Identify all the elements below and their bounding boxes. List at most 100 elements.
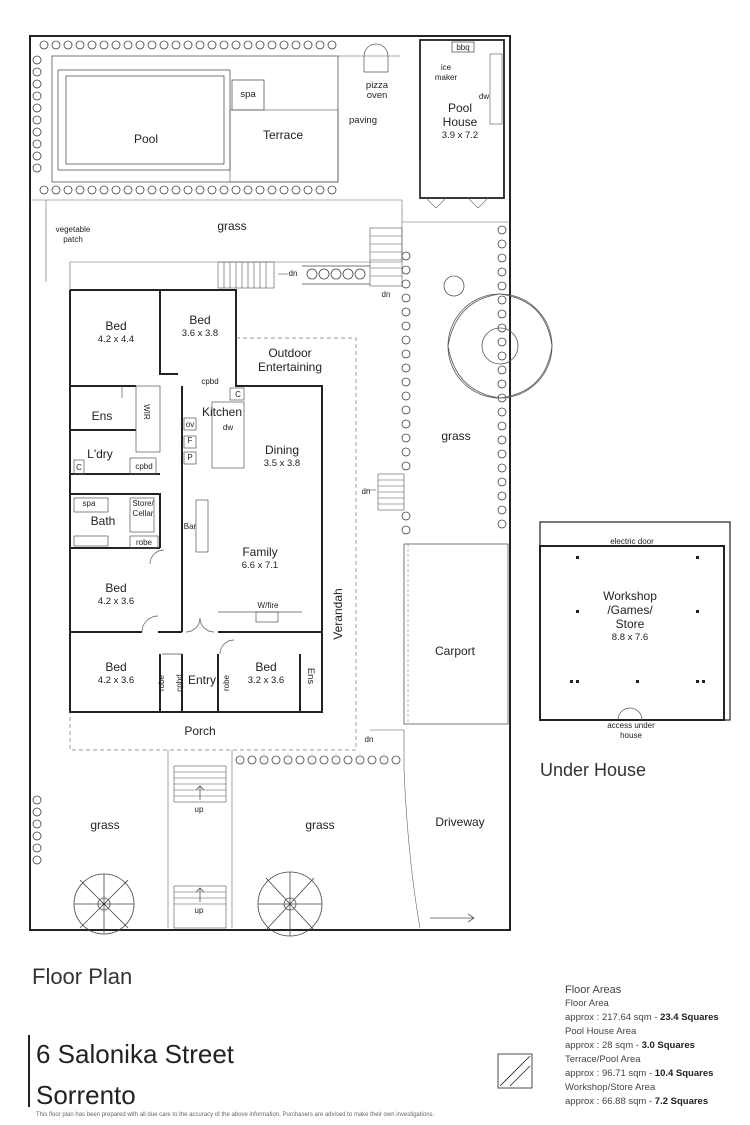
- label-bed4-dims: 4.2 x 3.6: [98, 675, 134, 686]
- label-access-1: access under: [607, 721, 655, 730]
- label-access-2: house: [620, 731, 642, 740]
- label-bed2: Bed: [189, 313, 210, 327]
- label-workshop-1: Workshop: [603, 589, 657, 603]
- label-up-2: up: [195, 906, 204, 915]
- pool-deck: [51, 55, 339, 183]
- label-bed5: Bed: [255, 660, 276, 674]
- label-robe-3: robe: [222, 674, 231, 691]
- label-bar: Bar: [184, 522, 197, 531]
- label-entry: Entry: [188, 673, 216, 687]
- pool-house-outline: [419, 39, 505, 199]
- label-ov: ov: [186, 420, 194, 429]
- label-dw-pool: dw: [479, 92, 489, 101]
- label-dn-1: dn: [289, 269, 298, 278]
- palm-tree-left: [73, 873, 135, 935]
- area-label: Floor Area: [565, 998, 609, 1009]
- label-electric-door: electric door: [610, 537, 654, 546]
- label-cpbd-2: cpbd: [135, 462, 152, 471]
- label-cpbd-1: cpbd: [201, 377, 218, 386]
- hedge-front: [32, 755, 401, 865]
- label-dw-kitchen: dw: [223, 423, 233, 432]
- label-ens-2: Ens: [305, 668, 316, 685]
- interior-detail: [73, 385, 302, 655]
- area-label: Workshop/Store Area: [565, 1082, 656, 1093]
- label-bbq: bbq: [456, 43, 469, 52]
- outdoor-dashed: [69, 337, 357, 751]
- area-value: approx : 28 sqm - 3.0 Squares: [565, 1040, 695, 1051]
- workshop-door: [617, 707, 643, 721]
- workshop-posts: [570, 556, 705, 683]
- label-spa: spa: [240, 89, 256, 100]
- under-house-title: Under House: [540, 760, 647, 780]
- label-workshop-2: /Games/: [607, 603, 653, 617]
- label-bath: Bath: [91, 514, 116, 528]
- area-value: approx : 217.64 sqm - 23.4 Squares: [565, 1012, 719, 1023]
- label-pool: Pool: [134, 132, 158, 146]
- label-store-cellar-2: Cellar: [133, 509, 154, 518]
- label-bed2-dims: 3.6 x 3.8: [182, 328, 218, 339]
- label-pool-house-1: Pool: [448, 101, 472, 115]
- property-boundary: [29, 35, 511, 931]
- label-verandah: Verandah: [331, 588, 345, 639]
- label-c-1: C: [235, 390, 241, 399]
- hedge-right: [401, 225, 507, 535]
- pool-house-doors-bottom: [425, 197, 489, 209]
- label-bed4: Bed: [105, 660, 126, 674]
- label-family: Family: [242, 545, 277, 559]
- label-up-1: up: [195, 805, 204, 814]
- label-grass-bm: grass: [305, 818, 334, 832]
- floor-areas-heading: Floor Areas: [565, 984, 622, 996]
- pool-water: [65, 75, 225, 165]
- steps-top: [217, 261, 288, 289]
- label-veg-2: patch: [63, 235, 83, 244]
- label-terrace: Terrace: [263, 128, 303, 142]
- pizza-oven-shape: [363, 43, 389, 73]
- label-wfire: W/fire: [258, 601, 279, 610]
- label-kitchen: Kitchen: [202, 405, 242, 419]
- porch-step: [370, 729, 405, 750]
- label-wir: WIR: [142, 404, 151, 420]
- label-bed1: Bed: [105, 319, 126, 333]
- label-cpbd-3: cpbd: [175, 674, 184, 691]
- label-dn-3: dn: [362, 487, 371, 496]
- label-workshop-dims: 8.8 x 7.6: [612, 632, 648, 643]
- label-ice: ice: [441, 63, 452, 72]
- area-value: approx : 96.71 sqm - 10.4 Squares: [565, 1068, 714, 1079]
- label-outdoor-2: Entertaining: [258, 360, 322, 374]
- label-spa-bath: spa: [83, 499, 96, 508]
- label-robe-2: robe: [157, 674, 166, 691]
- label-pool-house-dims: 3.9 x 7.2: [442, 130, 478, 141]
- label-grass-right: grass: [441, 429, 470, 443]
- driveway-edge: [403, 750, 421, 929]
- label-p: P: [187, 453, 192, 462]
- label-outdoor-1: Outdoor: [268, 346, 311, 360]
- area-value: approx : 66.88 sqm - 7.2 Squares: [565, 1096, 709, 1107]
- label-bed1-dims: 4.2 x 4.4: [98, 334, 134, 345]
- label-f: F: [188, 436, 193, 445]
- palm-tree-right: [257, 871, 323, 937]
- driveway-arrow: [430, 913, 475, 923]
- steps-right: [369, 227, 403, 287]
- label-dining-dims: 3.5 x 3.8: [264, 458, 300, 469]
- carport-outline: [403, 543, 509, 725]
- label-ens-1: Ens: [92, 409, 113, 423]
- area-label: Terrace/Pool Area: [565, 1054, 641, 1065]
- address-bar-divider: [28, 1035, 30, 1107]
- tree-right: [443, 275, 553, 399]
- label-bed3-dims: 4.2 x 3.6: [98, 596, 134, 607]
- label-pizza: pizza: [366, 80, 389, 91]
- label-dining: Dining: [265, 443, 299, 457]
- disclaimer-text: This floor plan has been prepared with a…: [36, 1112, 435, 1118]
- workshop-inner: [539, 545, 725, 721]
- label-workshop-3: Store: [616, 617, 645, 631]
- label-bed3: Bed: [105, 581, 126, 595]
- address-street: 6 Salonika Street: [36, 1039, 235, 1069]
- label-family-dims: 6.6 x 7.1: [242, 560, 278, 571]
- floor-areas-panel: Floor Areas Floor Area approx : 217.64 s…: [565, 983, 719, 1109]
- label-bed5-dims: 3.2 x 3.6: [248, 675, 284, 686]
- label-grass-top: grass: [217, 219, 246, 233]
- label-driveway: Driveway: [435, 815, 484, 829]
- hedge-middle: [302, 265, 370, 285]
- label-store-cellar-1: Store/: [132, 499, 154, 508]
- label-c-2: C: [76, 463, 82, 472]
